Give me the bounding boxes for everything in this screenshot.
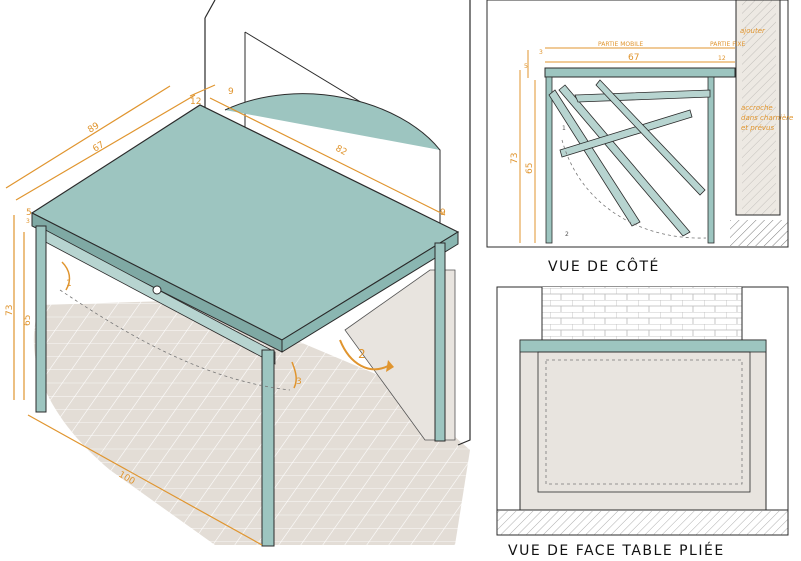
side-leg-left — [545, 76, 553, 244]
wall-panel — [344, 269, 456, 441]
front-ground-hatch — [497, 511, 788, 535]
step-arrowhead-2 — [386, 360, 394, 372]
dim-apron-b: 3 — [26, 218, 30, 225]
step-arrow-3 — [291, 361, 297, 389]
iso-dimensions — [5, 84, 446, 546]
side-label-movable: PARTIE MOBILE — [598, 41, 643, 48]
dim-top-depth: 67 — [91, 140, 106, 155]
table-top-edge-right — [281, 231, 459, 353]
side-note-hinge-3: et prévus — [741, 124, 774, 132]
side-swing-arc — [561, 139, 707, 239]
hinge-arc — [59, 289, 291, 391]
side-wall-hatch — [742, 0, 776, 215]
floor-tiles — [33, 300, 470, 545]
dim-height: 73 — [5, 305, 15, 316]
step-label-1: 1 — [66, 279, 72, 289]
dim-nine-b: 9 — [440, 208, 446, 218]
side-dim-12: 12 — [718, 55, 726, 62]
dim-fixed: 12 — [190, 97, 201, 107]
leg-front-right — [261, 349, 275, 547]
side-dim-3: 3 — [539, 49, 543, 56]
side-note-top: ajouter — [740, 27, 766, 35]
step-arrow-1 — [61, 261, 71, 291]
side-ground-hatch — [730, 220, 788, 246]
side-table-top — [544, 67, 736, 78]
side-label-fixed: PARTIE FIXE — [710, 41, 746, 48]
side-mark-2: 2 — [565, 231, 569, 238]
side-view-title: VUE DE CÔTÉ — [548, 257, 660, 275]
side-dimensions — [519, 47, 735, 243]
isometric-view: 89 67 12 9 82 9 73 65 5 3 100 1 2 3 — [5, 0, 471, 547]
dim-nine-a: 9 — [228, 87, 234, 97]
front-view: VUE DE FACE TABLE PLIÉE — [496, 286, 789, 559]
leg-front-left — [35, 225, 47, 413]
side-dim-67: 67 — [628, 53, 639, 63]
front-brick-wall — [542, 287, 742, 339]
dim-top-length: 89 — [86, 121, 101, 136]
side-dim-73: 73 — [510, 153, 520, 164]
step-arrow-2 — [339, 339, 389, 371]
side-note-hinge-1: accroche — [741, 104, 773, 112]
side-dim-65: 65 — [525, 163, 535, 174]
side-folding-legs — [548, 79, 711, 237]
front-folded-panel — [519, 339, 767, 511]
front-top-band — [519, 339, 767, 353]
step-label-3: 3 — [296, 377, 302, 387]
drawer-knob — [152, 285, 162, 295]
front-view-title: VUE DE FACE TABLE PLIÉE — [508, 542, 725, 559]
swing-arc — [224, 93, 441, 151]
dim-apron: 5 — [26, 208, 32, 218]
front-inner-panel — [537, 351, 751, 493]
side-mark-1: 1 — [562, 125, 566, 132]
side-dim-5: 5 — [524, 63, 528, 70]
dim-leg: 65 — [23, 315, 33, 326]
dim-span: 82 — [334, 144, 349, 158]
side-view: PARTIE MOBILE PARTIE FIXE ajouter 67 12 … — [486, 0, 793, 275]
front-dashed-outline — [545, 359, 743, 485]
side-note-hinge-2: dans charnière — [741, 114, 793, 122]
side-leg-right — [707, 76, 715, 244]
step-label-2: 2 — [358, 347, 366, 361]
leg-back-right — [434, 242, 446, 442]
